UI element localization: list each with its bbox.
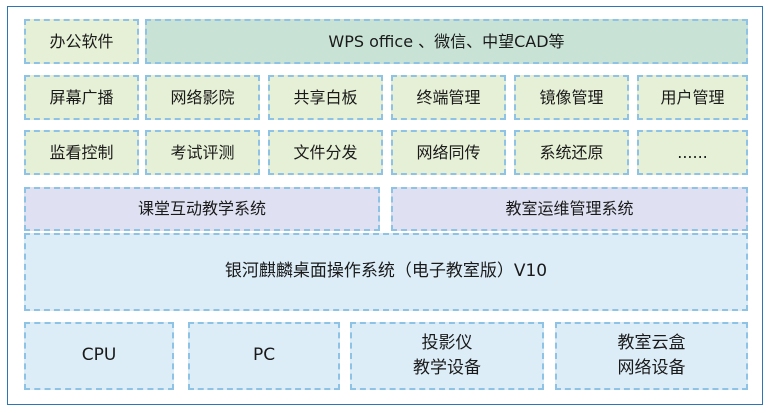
- module-network-cinema: 网络影院: [145, 75, 260, 120]
- module-terminal-management: 终端管理: [391, 75, 506, 120]
- office-software-label: 办公软件: [24, 19, 139, 64]
- hardware-pc: PC: [188, 322, 340, 390]
- module-user-management: 用户管理: [637, 75, 748, 120]
- module-image-management: 镜像管理: [514, 75, 629, 120]
- module-monitoring-control: 监看控制: [24, 130, 139, 175]
- hardware-cloud-box-network-equipment: 教室云盒 网络设备: [555, 322, 748, 390]
- classroom-ops-system: 教室运维管理系统: [391, 187, 748, 231]
- hardware-projector-teaching-equipment: 投影仪 教学设备: [350, 322, 544, 390]
- hardware-cpu: CPU: [24, 322, 174, 390]
- kylin-os-layer: 银河麒麟桌面操作系统（电子教室版）V10: [24, 233, 748, 311]
- module-system-restore: 系统还原: [514, 130, 629, 175]
- module-exam-evaluation: 考试评测: [145, 130, 260, 175]
- classroom-interactive-system: 课堂互动教学系统: [24, 187, 380, 231]
- module-shared-whiteboard: 共享白板: [268, 75, 383, 120]
- module-screen-broadcast: 屏幕广播: [24, 75, 139, 120]
- office-apps-list: WPS office 、微信、中望CAD等: [145, 19, 748, 64]
- module-network-sync: 网络同传: [391, 130, 506, 175]
- module-file-distribution: 文件分发: [268, 130, 383, 175]
- module-more: ......: [637, 130, 748, 175]
